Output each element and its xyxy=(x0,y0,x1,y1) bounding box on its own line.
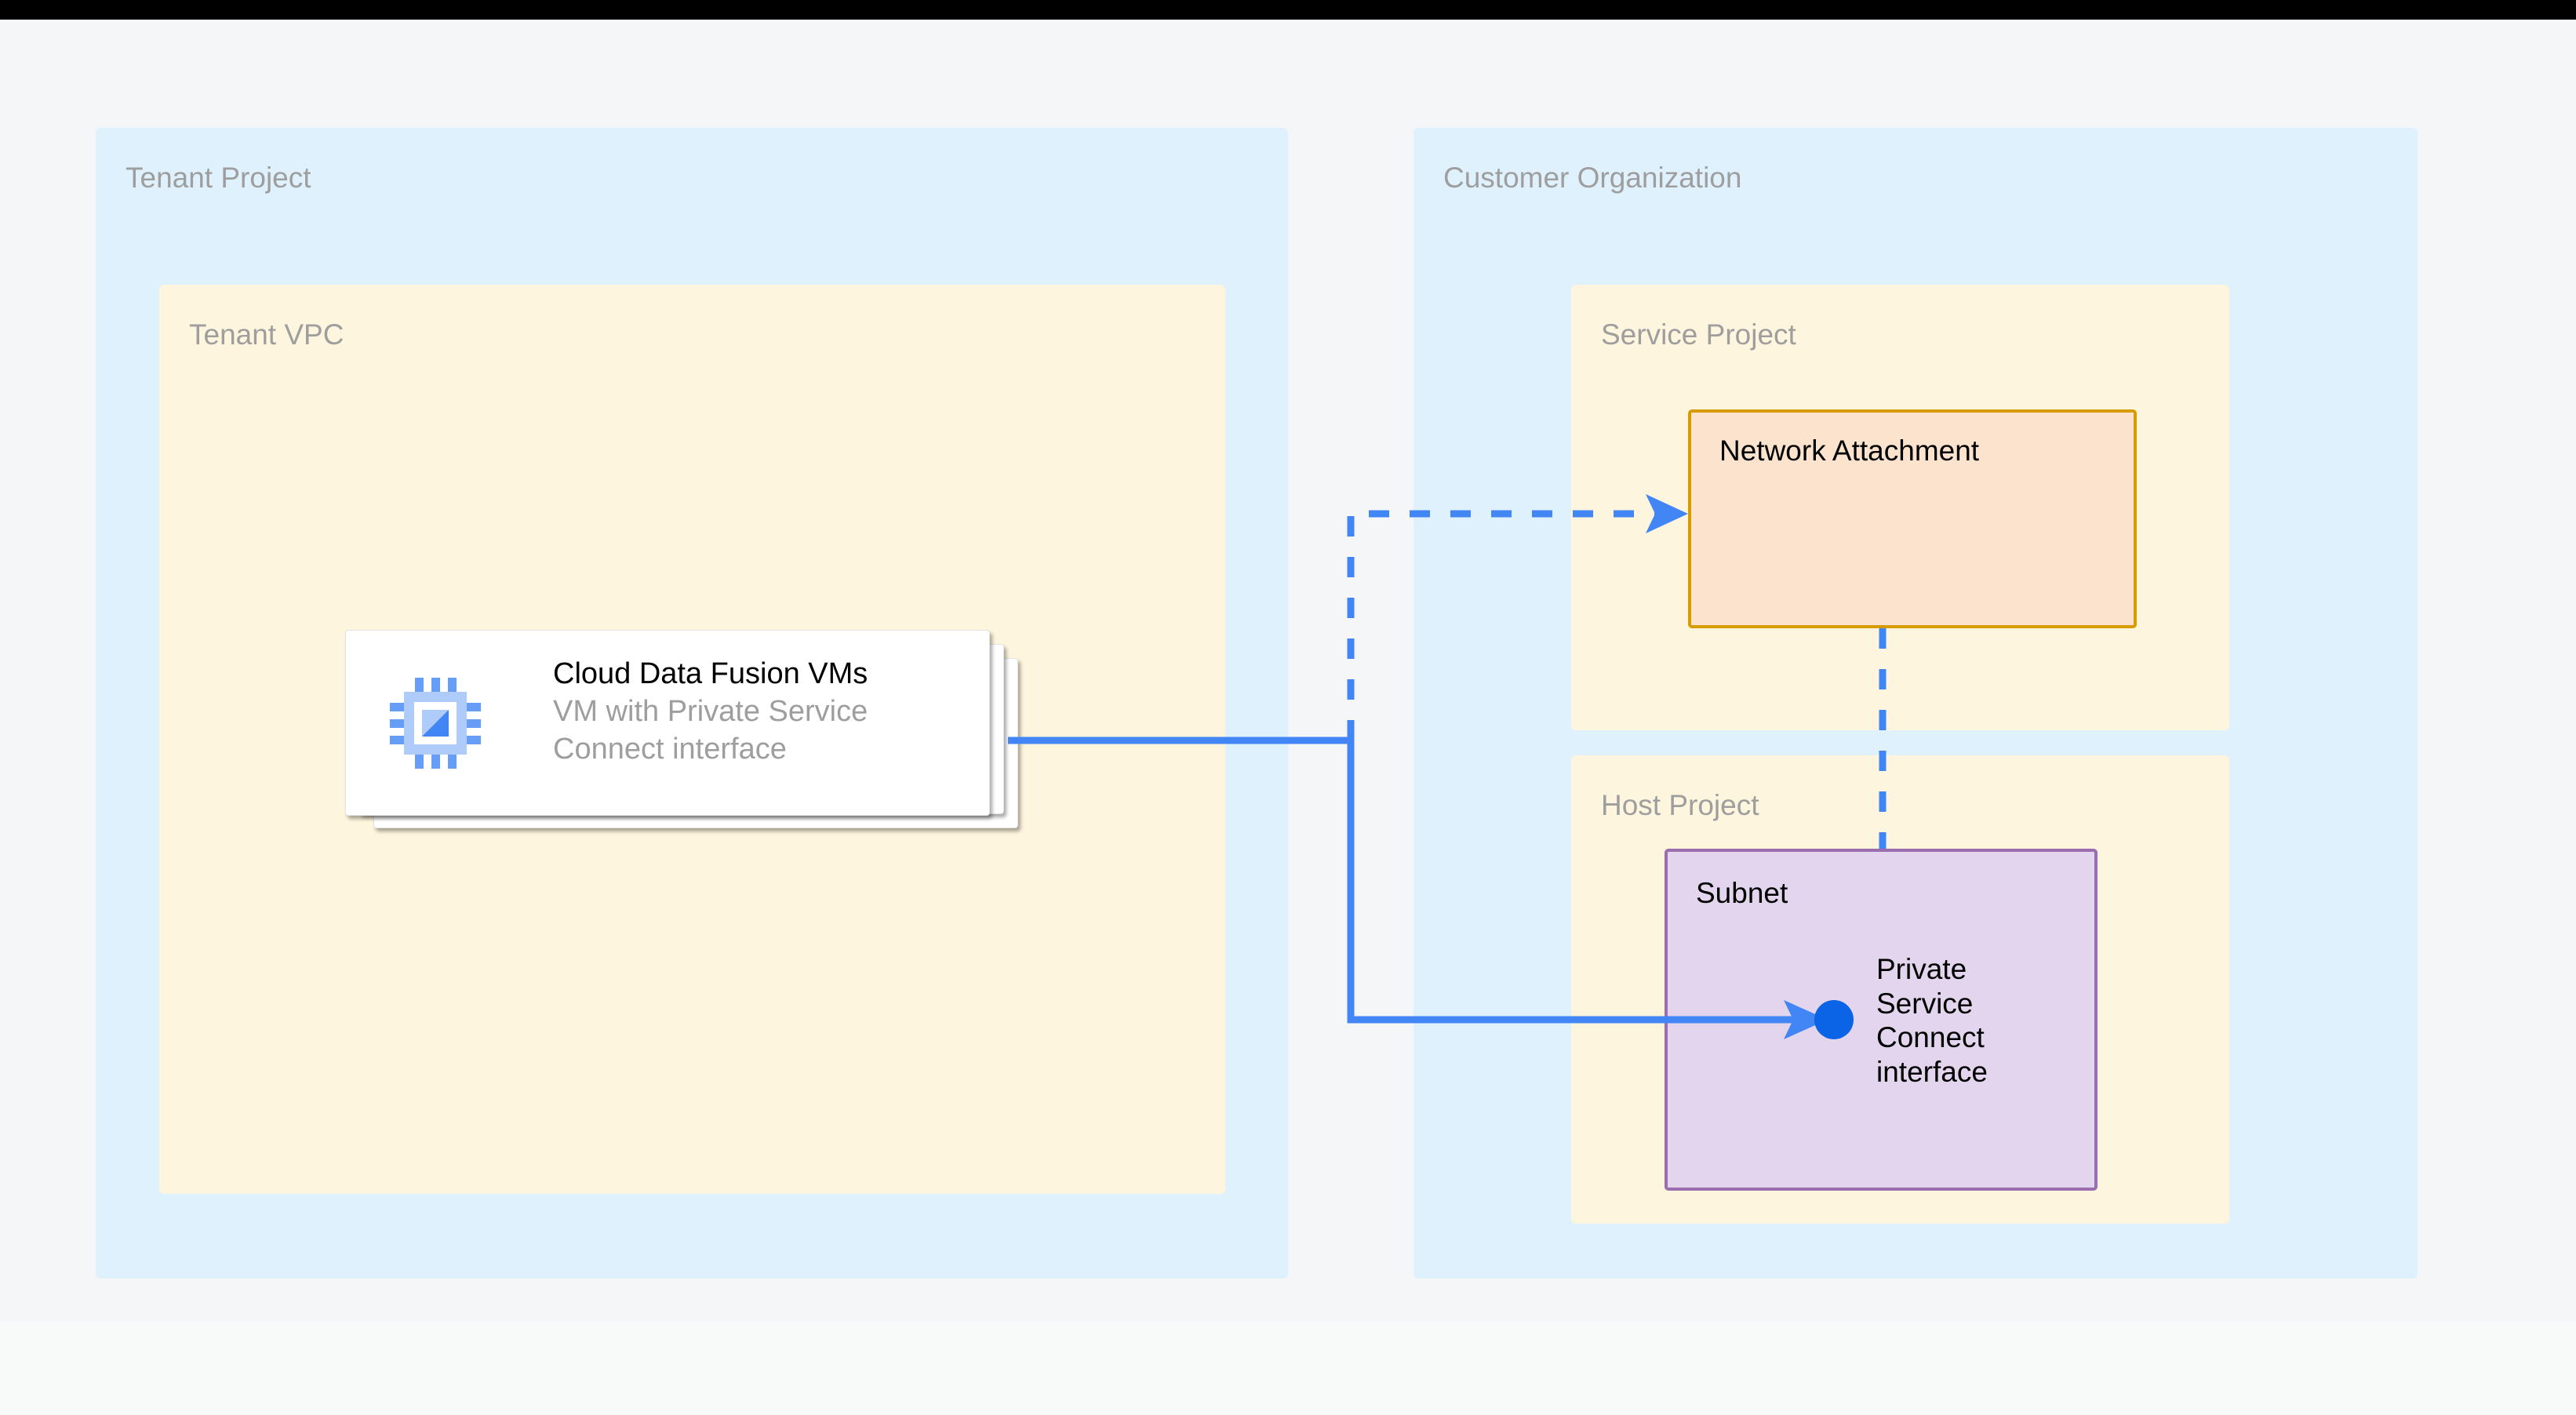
group-label-host-project: Host Project xyxy=(1601,789,1759,821)
group-label-service-project: Service Project xyxy=(1601,318,1796,351)
cpu-chip-icon xyxy=(388,676,482,770)
group-label-tenant-project: Tenant Project xyxy=(126,162,311,194)
psc-interface-label: Private Service Connect interface xyxy=(1876,953,1988,1088)
vm-card-front[interactable]: Cloud Data Fusion VMs VM with Private Se… xyxy=(345,630,990,816)
subnet-label: Subnet xyxy=(1696,877,1788,909)
vm-card-title: Cloud Data Fusion VMs xyxy=(553,657,868,690)
subnet-box[interactable]: Subnet Private Service Connect interface xyxy=(1665,849,2098,1191)
group-label-customer-organization: Customer Organization xyxy=(1443,162,1742,194)
vm-card-text: Cloud Data Fusion VMs VM with Private Se… xyxy=(553,656,969,769)
bottom-band xyxy=(0,1322,2576,1415)
network-attachment-box[interactable]: Network Attachment xyxy=(1688,409,2137,628)
vm-card-subtitle: VM with Private Service Connect interfac… xyxy=(553,694,868,766)
network-attachment-label: Network Attachment xyxy=(1719,435,1980,467)
group-label-tenant-vpc: Tenant VPC xyxy=(189,318,344,351)
top-black-band xyxy=(0,0,2576,20)
